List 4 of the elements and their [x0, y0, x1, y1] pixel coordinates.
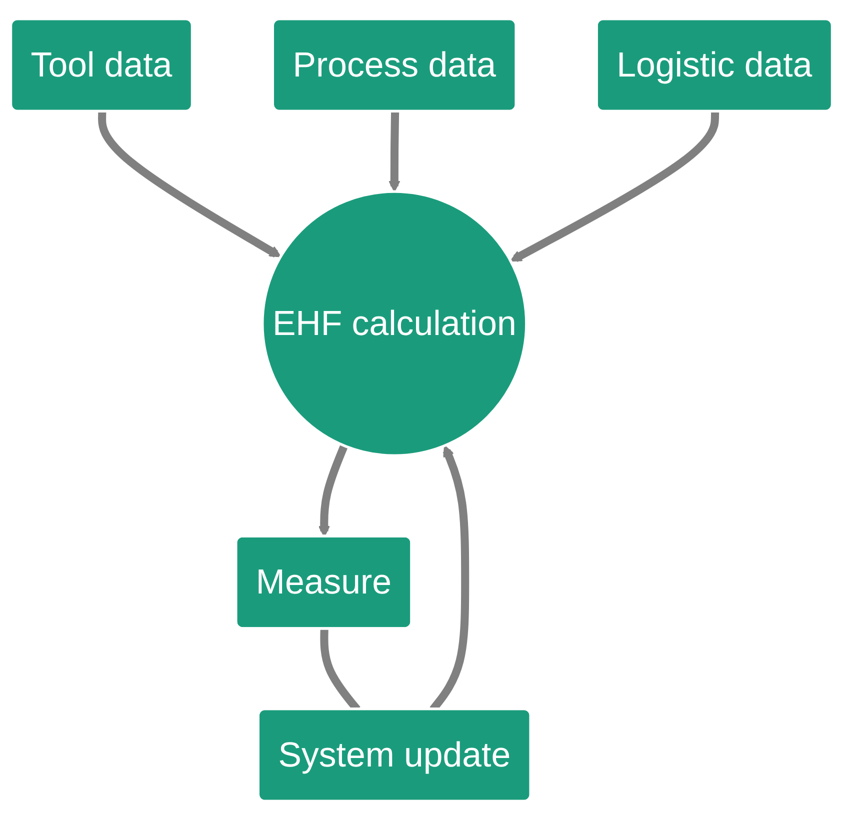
- node-circle: EHF calculation: [261, 190, 528, 457]
- arrow: [510, 112, 720, 262]
- arrow: [98, 112, 282, 258]
- arrow: [388, 112, 400, 192]
